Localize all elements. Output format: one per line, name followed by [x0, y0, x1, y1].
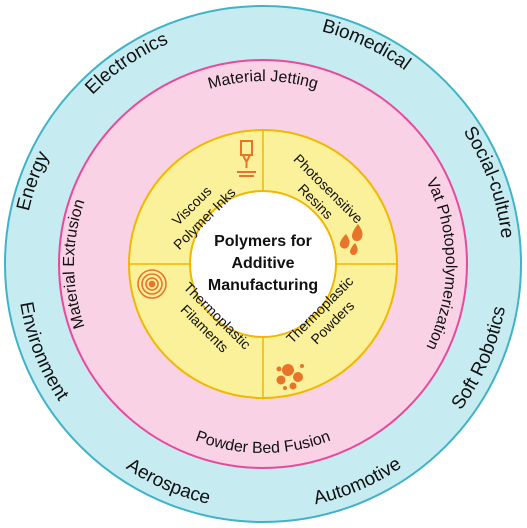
center-title-line-2: Additive: [231, 255, 294, 272]
filament-spool-icon: [137, 269, 167, 299]
center-title-line-1: Polymers for: [214, 233, 312, 250]
resin-drops-icon: [339, 224, 363, 256]
center-title-line-3: Manufacturing: [208, 277, 318, 294]
center-circle: [189, 190, 337, 338]
powder-particles-icon: [276, 364, 304, 390]
nozzle-printer-icon: [237, 140, 256, 177]
